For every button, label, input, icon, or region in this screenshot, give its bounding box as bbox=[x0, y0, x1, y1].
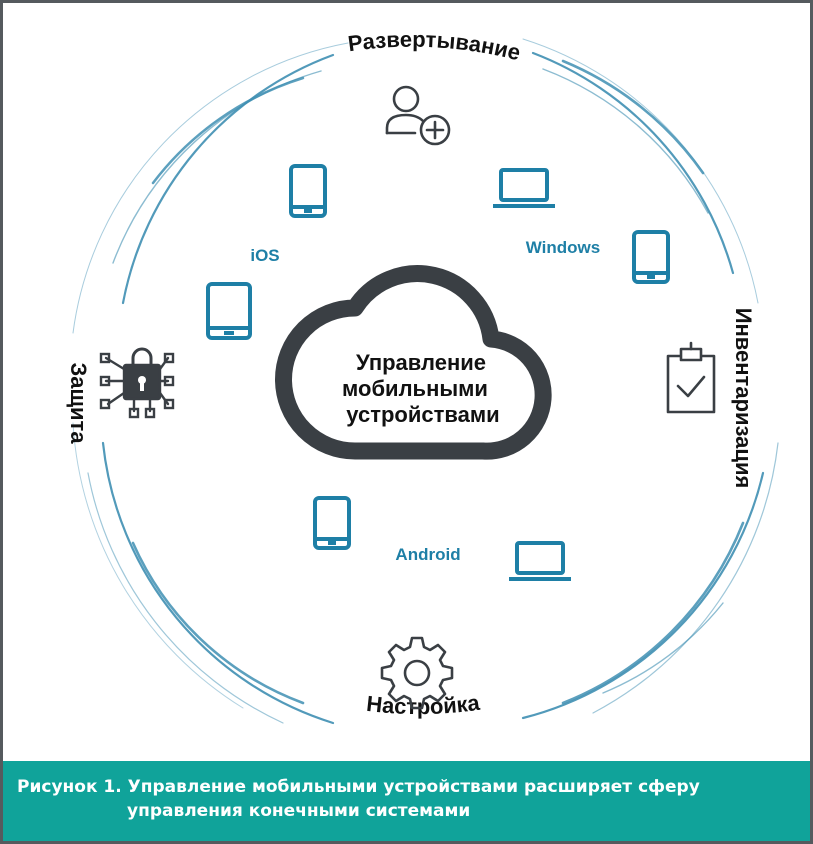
ring-arc bbox=[151, 76, 305, 185]
platform-label-android: Android bbox=[395, 545, 460, 564]
platform-label-ios: iOS bbox=[250, 246, 279, 265]
ring-arc bbox=[72, 42, 349, 334]
orbit-rings bbox=[72, 38, 779, 725]
stage-label-security: Защита bbox=[66, 362, 91, 444]
smartphone-icon bbox=[289, 164, 327, 218]
smartphone-icon bbox=[632, 230, 670, 284]
ring-arc bbox=[121, 53, 335, 305]
ring-arc bbox=[522, 38, 759, 304]
add-user-icon bbox=[385, 85, 451, 146]
ring-arc bbox=[87, 472, 284, 724]
ring-arc bbox=[561, 521, 745, 705]
gear-icon bbox=[380, 636, 454, 710]
ring-arc bbox=[101, 441, 335, 725]
clipboard-check-icon bbox=[666, 341, 716, 414]
ring-arc bbox=[131, 541, 305, 705]
ring-arc bbox=[72, 422, 244, 709]
ring-arc bbox=[592, 442, 779, 714]
ring-arc bbox=[521, 471, 765, 720]
mdm-diagram: Управление мобильными устройствами Разве… bbox=[66, 27, 779, 725]
stage-label-deploy: Развертывание bbox=[346, 27, 523, 66]
center-label-line-1: Управление bbox=[356, 350, 486, 375]
caption-line-2: управления конечными системами bbox=[127, 801, 471, 821]
center-label-line-2: мобильными bbox=[342, 376, 488, 401]
padlock-network-icon bbox=[99, 347, 175, 419]
smartphone-icon bbox=[313, 496, 351, 550]
ring-arc bbox=[531, 51, 735, 275]
ring-arc bbox=[602, 602, 724, 694]
tablet-icon bbox=[206, 282, 252, 340]
stage-label-inventory: Инвентаризация bbox=[731, 308, 756, 489]
figure-caption: Рисунок 1. Управление мобильными устройс… bbox=[3, 761, 810, 841]
laptop-icon bbox=[493, 168, 555, 208]
cloud-icon: Управление мобильными устройствами bbox=[275, 265, 552, 460]
ring-arc bbox=[561, 59, 705, 175]
platform-label-windows: Windows bbox=[526, 238, 600, 257]
ring-arc bbox=[542, 68, 709, 214]
caption-line-1: Рисунок 1. Управление мобильными устройс… bbox=[17, 777, 700, 797]
laptop-icon bbox=[509, 541, 571, 581]
center-label-line-3: устройствами bbox=[346, 402, 499, 427]
